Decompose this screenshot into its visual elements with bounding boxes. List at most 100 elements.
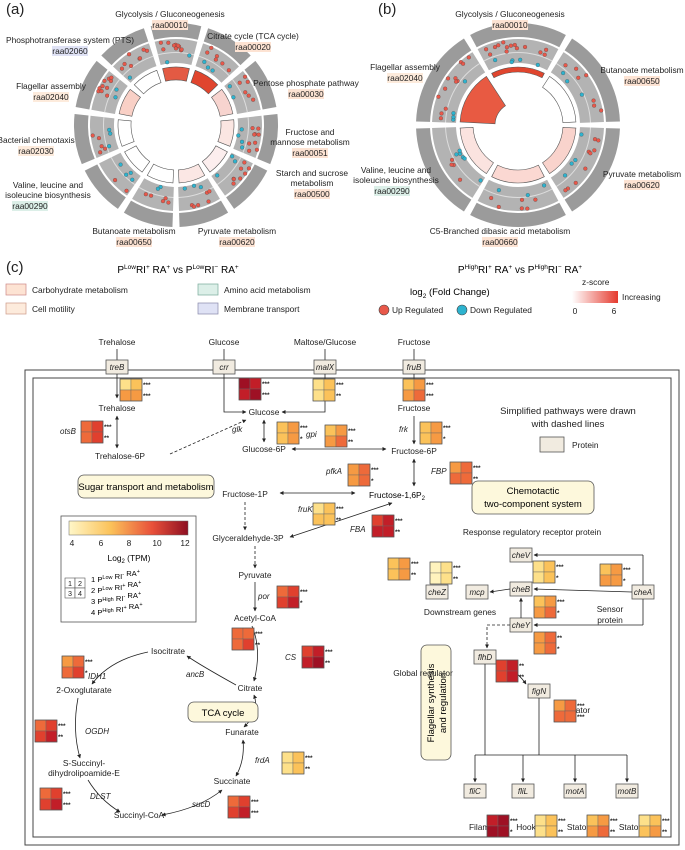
b-up-dot	[449, 162, 454, 167]
FBP-hm-cell	[449, 472, 462, 485]
box-chemo-label2: two-component system	[484, 499, 582, 510]
b-down-dot	[569, 161, 574, 166]
otsB-hm-cell	[91, 420, 104, 433]
pa-code-bg-7	[12, 201, 48, 211]
gpi-hm-sig-bottom: **	[348, 439, 354, 446]
fruB-hm-cell	[413, 378, 426, 391]
motB-hm-sig-bottom: **	[662, 829, 668, 836]
gene-fruK: fruK	[298, 505, 313, 514]
FBA-hm-cell	[382, 514, 395, 527]
b-up-dot	[438, 116, 443, 121]
figN-hm-cell	[553, 710, 566, 723]
pb-name-4: Valine, leucine and	[361, 165, 431, 175]
ancB-hm-cell	[231, 638, 244, 651]
b-up-dot	[592, 148, 597, 153]
pa-name-8: Bacterial chemotaxis	[0, 135, 75, 145]
b-up-dot	[443, 86, 448, 91]
pfkA-hm-cell	[347, 463, 360, 476]
b-track-seg-3	[477, 179, 559, 211]
pb-name-5: Flagellar assembly	[370, 62, 441, 72]
fliL-hm: *****	[534, 814, 566, 838]
a-zscore-seg-5	[178, 163, 206, 184]
fruB-hm-sig-top: ***	[426, 382, 434, 389]
a-up-dot	[158, 40, 163, 45]
b-down-dot	[478, 178, 483, 183]
treB-hm-cell	[130, 389, 143, 402]
gene-figN: figN	[532, 687, 546, 696]
sample-legend: 1 PLow RI- RA+2 PLow RI+ RA+3 PHigh RI- …	[91, 569, 143, 617]
flag-filament: Filament	[469, 822, 502, 832]
a-up-dot	[231, 181, 236, 186]
motA-hm-sig-bottom: **	[610, 829, 616, 836]
mcp-hm-cell	[429, 561, 442, 574]
a-up-dot	[119, 66, 125, 71]
pa-code-bg-0	[152, 20, 188, 30]
pb-code-bg-1	[624, 76, 660, 86]
sample-3: 3 PHigh RI- RA+	[91, 591, 141, 606]
fliC-hm-sig-bottom: *	[510, 829, 513, 836]
gene-cheB: cheB	[512, 585, 531, 594]
cheV-hm-sig-bottom: *	[556, 575, 559, 582]
FBA-hm-cell	[382, 525, 395, 538]
a-down-dot	[114, 87, 119, 92]
a-zscore-seg-7	[124, 145, 151, 173]
b-down-dot	[579, 132, 584, 137]
gene-FBP: FBP	[431, 467, 447, 476]
fruK-hm-sig-bottom: **	[336, 517, 342, 524]
pa-code-bg-9	[33, 92, 69, 102]
a-outer-seg-6	[123, 200, 173, 227]
tpm-legend: 4 6 8 10 12 Log2 (TPM) 1 2 3 4 1 PLow RI…	[60, 515, 197, 623]
legend-label-carb: Carbohydrate metabolism	[32, 285, 128, 295]
a-up-dot	[214, 54, 219, 59]
b-up-dot	[591, 98, 596, 103]
fruB-hm-sig-bottom: ***	[426, 393, 434, 400]
FBA-hm: *****	[371, 514, 403, 538]
motA-hm-cell	[597, 825, 610, 838]
legend-label-cell: Cell motility	[32, 304, 76, 314]
pa-code-bg-4	[294, 189, 330, 199]
cell-outer-membrane	[24, 369, 680, 846]
cheA-hm: ****	[599, 563, 631, 587]
b-down-dot	[579, 92, 584, 97]
category-legend: Carbohydrate metabolism Amino acid metab…	[5, 283, 311, 315]
a-up-dot	[166, 40, 171, 45]
mcp-hm-sig-bottom: **	[453, 576, 459, 583]
pa-code-1: raa00020	[235, 42, 271, 52]
b-down-dot	[462, 156, 467, 161]
a-zscore-seg-6	[146, 163, 174, 184]
por-hm-sig-bottom: *	[300, 600, 303, 607]
pfkA-hm-sig-bottom: *	[371, 478, 374, 485]
cheZ-hm-sig-top: ***	[411, 561, 419, 568]
grid-num-4: 4	[78, 589, 82, 598]
por-hm-cell	[287, 596, 300, 609]
cheB-hm-sig-bottom: *	[557, 610, 560, 617]
cheA-hm-cell	[599, 574, 612, 587]
protein-motB	[615, 783, 639, 799]
cheY-hm-cell	[544, 642, 557, 655]
fliL-hm-cell	[545, 814, 558, 827]
figN-hm: ******	[553, 699, 585, 723]
DLST-hm-cell	[39, 798, 52, 811]
cheA-hm-sig-top: ***	[623, 567, 631, 574]
a-down-dot	[187, 53, 192, 58]
pb-code-bg-0	[492, 20, 528, 30]
treB-hm-cell	[130, 378, 143, 391]
cheA-hm-cell	[610, 574, 623, 587]
met-succinyl2: dihydrolipoamide-E	[48, 768, 120, 778]
a-up-dot	[143, 192, 148, 197]
FBP-hm: *****	[449, 461, 481, 485]
frk-hm-sig-top: ***	[443, 425, 451, 432]
a-outer-seg-7	[84, 164, 126, 209]
FBP-hm-cell	[449, 461, 462, 474]
sugar-fructose: Fructose	[398, 337, 431, 347]
gene-motB: motB	[618, 787, 637, 796]
fruK-hm-cell	[312, 502, 325, 515]
met-glucose6p: Glucose-6P	[242, 444, 286, 454]
a-track-seg-9	[91, 70, 128, 115]
a-up-dot	[166, 200, 171, 205]
pa-comparison: PLowRI+ RA+ vs PLowRI− RA+	[117, 264, 239, 276]
IDH1-hm-sig-top: ***	[85, 659, 93, 666]
ancB-hm: *****	[231, 627, 263, 651]
b-outer-seg-4	[416, 128, 472, 212]
a-zscore-seg-4	[201, 145, 228, 173]
